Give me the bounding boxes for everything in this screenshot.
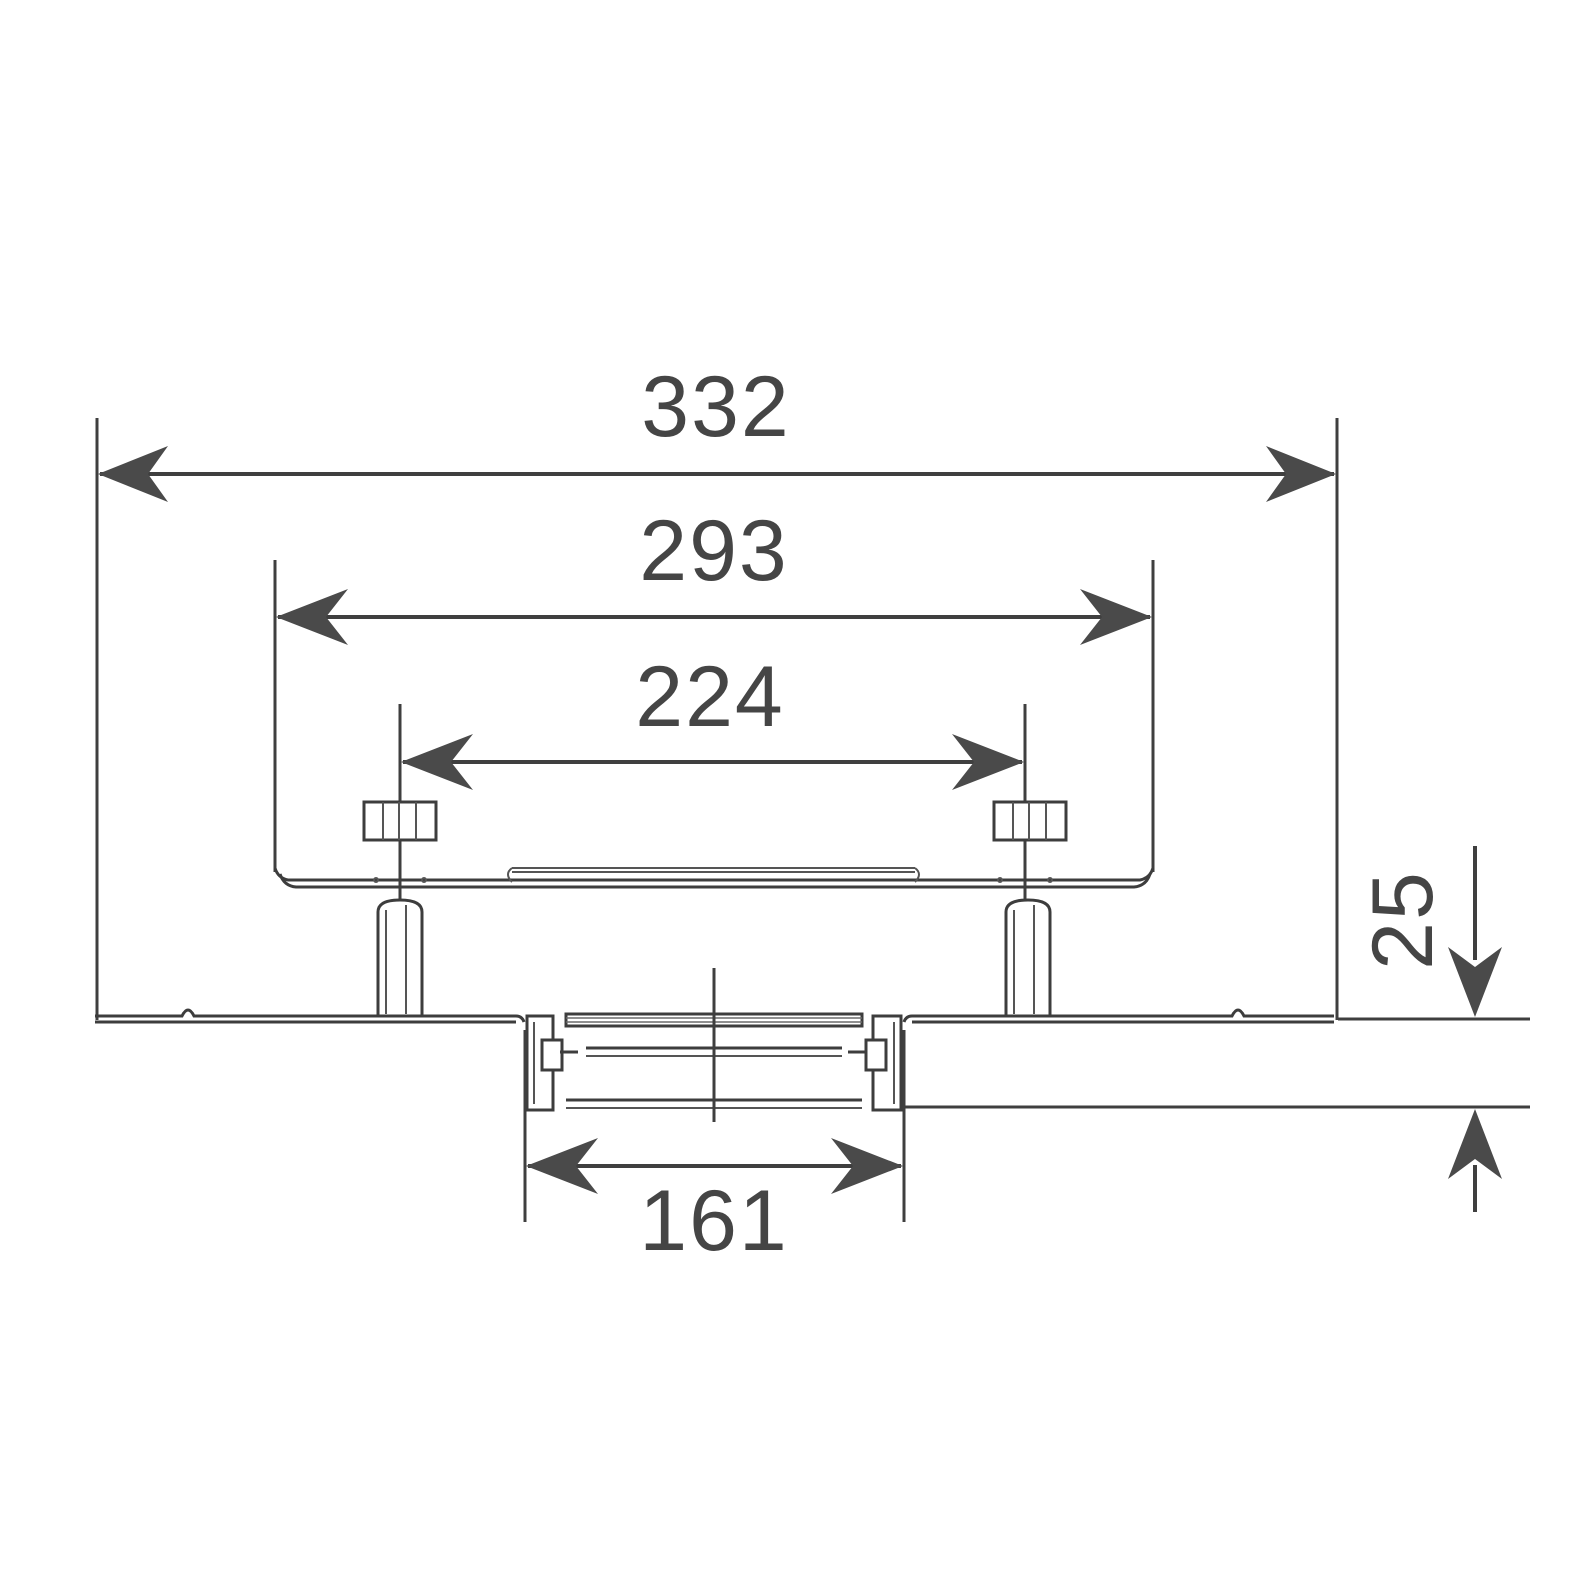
dimension-label-25: 25 — [1355, 870, 1451, 970]
arrowhead-right-161 — [831, 1138, 903, 1194]
dimension-161: 161 — [523, 1030, 906, 1269]
arrowhead-left-161 — [526, 1138, 598, 1194]
standoff-left-body — [376, 898, 424, 1018]
bracket-bar-top-edge — [273, 867, 1155, 882]
dimension-25: 25 — [905, 846, 1530, 1212]
bracket-dimple-right-2 — [1047, 877, 1053, 883]
bracket-dimple-right — [997, 877, 1003, 883]
dimension-label-161: 161 — [639, 1173, 789, 1269]
bracket-dimple-left-2 — [421, 877, 427, 883]
arrowhead-left-224 — [401, 734, 473, 790]
nut-left — [362, 800, 438, 842]
base-plate — [95, 1008, 1334, 1024]
dimension-224: 224 — [398, 649, 1027, 905]
nut-right — [992, 800, 1068, 842]
bracket-slot-left-end — [507, 867, 513, 883]
arrowhead-right-332 — [1266, 446, 1336, 502]
arrowhead-down-25 — [1448, 947, 1502, 1017]
base-plate-left-top — [95, 1008, 526, 1023]
bracket-dimple-left — [373, 877, 379, 883]
standoff-left — [376, 898, 424, 1018]
dimension-293: 293 — [273, 503, 1155, 872]
standoff-right — [1004, 898, 1052, 1018]
arrowhead-right-224 — [952, 734, 1024, 790]
spigot-housing — [525, 968, 903, 1122]
base-plate-right-top — [902, 1008, 1334, 1023]
arrowhead-right-293 — [1080, 589, 1152, 645]
spigot-right-clip — [864, 1038, 888, 1072]
dimension-label-332: 332 — [641, 359, 791, 455]
dimension-label-293: 293 — [639, 503, 789, 599]
arrowhead-left-293 — [276, 589, 348, 645]
bracket-slot-right-end — [914, 867, 920, 883]
arrowhead-left-332 — [98, 446, 168, 502]
dimension-332: 332 — [95, 359, 1339, 1020]
spigot-left-clip — [540, 1038, 564, 1072]
arrowhead-up-25 — [1448, 1109, 1502, 1179]
standoff-right-body — [1004, 898, 1052, 1018]
bracket-bar-bottom-edge — [278, 873, 1152, 889]
dimension-label-224: 224 — [635, 649, 785, 745]
upper-bracket — [273, 867, 1155, 889]
